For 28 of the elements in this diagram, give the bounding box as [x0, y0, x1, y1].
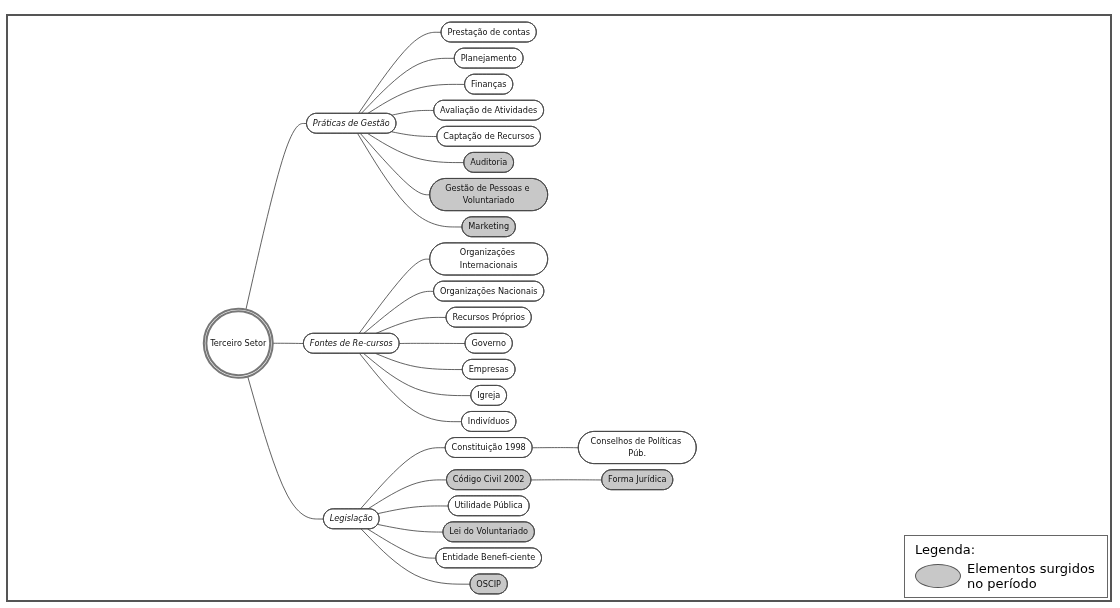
- connector: [375, 317, 447, 334]
- connector: [359, 133, 431, 196]
- connector: [367, 84, 466, 114]
- connector: [367, 528, 437, 559]
- connector: [272, 342, 305, 344]
- connector: [398, 342, 466, 344]
- connector: [360, 57, 455, 114]
- connector: [377, 505, 449, 514]
- connector: [360, 528, 471, 585]
- connector: [358, 31, 442, 114]
- connector: [367, 133, 465, 163]
- connector: [247, 376, 325, 520]
- connector: [530, 479, 603, 481]
- connector: [359, 353, 463, 423]
- connector: [391, 110, 435, 116]
- connector: [358, 258, 431, 334]
- connector: [363, 290, 435, 334]
- connector: [377, 524, 444, 533]
- connector: [363, 353, 472, 397]
- legend-text: Elementos surgidos no período: [967, 561, 1096, 591]
- connector: [375, 353, 463, 370]
- legend-title: Legenda:: [915, 542, 977, 557]
- connector: [532, 447, 579, 449]
- connector: [367, 479, 448, 510]
- connector: [359, 447, 446, 510]
- connector: [357, 133, 463, 228]
- connector: [245, 123, 308, 310]
- connector: [391, 131, 438, 137]
